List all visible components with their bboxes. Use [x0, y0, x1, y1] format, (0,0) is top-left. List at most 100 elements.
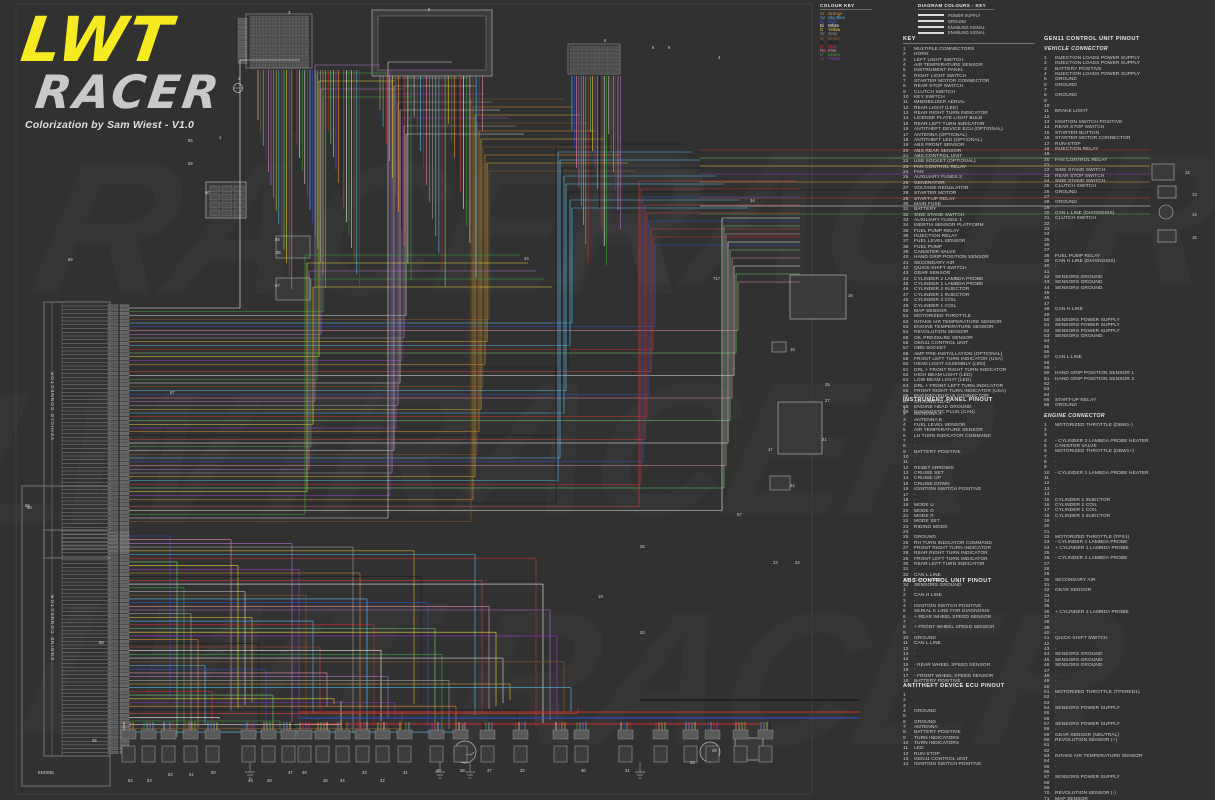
instrument-pin-number: 32: [903, 572, 909, 578]
gen11-vehicle-pin-number: 64: [1044, 392, 1050, 398]
instrument-pin-number: 29: [903, 556, 909, 562]
gen11-vehicle-pin-number: 54: [1044, 339, 1050, 345]
abs-pin-label: + REAR WHEEL SPEED SENSOR: [914, 614, 992, 620]
abs-pin-label: -: [914, 588, 916, 593]
gen11-engine-pin-label: -: [1055, 481, 1057, 487]
abs-pin-label: - FRONT WHEEL SPEED SENSOR: [914, 673, 994, 679]
gen11-vehicle-pin-number: 8: [1044, 93, 1047, 99]
key-item-label: LOW BEAM LIGHT (LED): [914, 378, 972, 384]
key-item-number: 30: [903, 201, 909, 207]
instrument-pin-number: 2: [903, 412, 906, 418]
gen11-engine-pin-label: -: [1055, 593, 1057, 599]
instrument-pin-label: CRUISE UP: [914, 476, 942, 482]
gen11-engine-pin-number: 70: [1044, 791, 1050, 797]
gen11-engine-pin-number: 17: [1044, 508, 1050, 514]
gen11-engine-pin-label: SENSORS GROUND: [1055, 663, 1103, 669]
key-item-number: 32: [903, 212, 909, 218]
key-item-label: CANISTER VALVE: [914, 250, 956, 256]
key-item-label: SIDE STAND SWITCH: [914, 212, 965, 218]
colour-key-name: Green: [828, 51, 840, 57]
gen11-vehicle-pin-number: 16: [1044, 136, 1050, 142]
gen11-engine-pin-row: 62-: [1044, 749, 1215, 754]
key-item-number: 24: [903, 169, 909, 175]
gen11-vehicle-pin-number: 1: [1044, 56, 1047, 61]
gen11-vehicle-pin-row: 58-: [1044, 361, 1215, 366]
gen11-engine-pin-number: 46: [1044, 663, 1050, 669]
gen11-engine-pin-row: 34-: [1044, 599, 1215, 604]
abs-pin-label: CAN L LINE: [914, 641, 941, 647]
gen11-engine-pin-row: 29-: [1044, 572, 1215, 577]
gen11-vehicle-pin-number: 56: [1044, 349, 1050, 355]
gen11-engine-pin-row: 49-: [1044, 679, 1215, 684]
gen11-engine-pin-label: -: [1055, 641, 1057, 647]
abs-pin-number: 8: [903, 625, 906, 631]
gen11-vehicle-pin-number: 25: [1044, 184, 1050, 190]
gen11-vehicle-pin-label: SENSORS GROUND: [1055, 333, 1103, 339]
instrument-pin-label: LH TURN INDICATOR COMMAND: [914, 433, 992, 439]
key-item-number: 48: [903, 298, 909, 304]
abs-pin-label: CAN H LINE: [914, 593, 942, 599]
gen11-vehicle-pin-number: 7: [1044, 88, 1047, 94]
gen11-vehicle-pin-label: CLUTCH SWITCH: [1055, 184, 1097, 190]
gen11-engine-pin-label: -: [1055, 759, 1057, 765]
key-item-label: FRONT LEFT TURN INDICATOR (USA): [914, 356, 1003, 362]
gen11-engine-pin-row: 48-: [1044, 674, 1215, 679]
component-callout: 28: [690, 760, 695, 765]
gen11-vehicle-pin-number: 61: [1044, 376, 1050, 382]
gen11-vehicle-pin-number: 17: [1044, 141, 1050, 147]
abs-pin-number: 9: [903, 630, 906, 636]
key-item-number: 62: [903, 372, 909, 378]
component-callout: 58: [275, 237, 280, 242]
diagram-colour-swatch: [918, 19, 944, 23]
gen11-engine-pin-label: -: [1055, 631, 1057, 637]
component-callout: 13: [1192, 192, 1197, 197]
gen11-vehicle-pin-row: 10-: [1044, 104, 1215, 109]
gen11-vehicle-pin-label: INJECTION LOADS POWER SUPPLY: [1055, 56, 1141, 61]
key-item-number: 69: [903, 410, 909, 416]
key-item-label: INTAKE AIR TEMPERATURE SENSOR: [914, 319, 1002, 325]
gen11-engine-pin-row: 11-: [1044, 476, 1215, 481]
antitheft-pin-number: 13: [903, 757, 909, 763]
gen11-vehicle-pin-label: CAN L LINE (DIAGNOSIS): [1055, 210, 1115, 216]
colour-key-abbr: R: [820, 43, 824, 49]
gen11-engine-pin-label: -: [1055, 625, 1057, 631]
gen11-engine-pin-label: MOTORIZED THROTTLE (TPSRED1): [1055, 689, 1140, 695]
gen11-engine-pin-label: - CYLINDER 1 LAMBDA PROBE: [1055, 540, 1128, 546]
key-item-number: 64: [903, 383, 909, 389]
gen11-vehicle-pin-row: 36-: [1044, 243, 1215, 248]
component-callout: 46: [302, 770, 307, 775]
component-callout: 47: [288, 770, 293, 775]
gen11-vehicle-pin-label: HAND GRIP POSITION SENSOR 1: [1055, 371, 1135, 377]
key-item-number: 14: [903, 116, 909, 122]
key-item-number: 60: [903, 362, 909, 368]
abs-pinout-title: ABS CONTROL UNIT PINOUT: [903, 578, 992, 584]
gen11-engine-pin-number: 49: [1044, 679, 1050, 685]
gen11-engine-pin-number: 55: [1044, 711, 1050, 717]
gen11-vehicle-pin-number: 51: [1044, 323, 1050, 329]
gen11-vehicle-pin-row: 1 INJECTION LOADS POWER SUPPLY: [1044, 56, 1215, 61]
gen11-engine-pin-row: 7-: [1044, 455, 1215, 460]
gen11-engine-pin-row: 64-: [1044, 759, 1215, 764]
